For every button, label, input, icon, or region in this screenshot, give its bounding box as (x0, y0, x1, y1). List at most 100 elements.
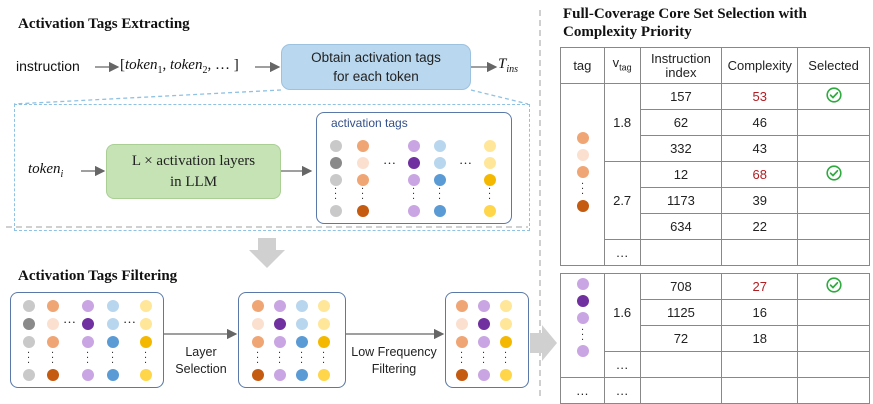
spacer-cell (560, 265, 605, 274)
header-tag: tag (560, 47, 605, 84)
instruction-index-cell: 62 (639, 109, 723, 136)
tag-dot (47, 369, 59, 381)
tag-dot (330, 140, 342, 152)
vertical-ellipsis: ... (504, 344, 508, 366)
tag-dot (330, 157, 342, 169)
vertical-ellipsis: ... (256, 344, 260, 366)
layer-selection-label: Layer Selection (175, 345, 227, 376)
selected-cell (797, 135, 870, 162)
tag-dot (47, 336, 59, 348)
tag-dot (23, 300, 35, 312)
tag-dot (140, 300, 152, 312)
selected-cell (797, 299, 870, 326)
down-arrow-icon (249, 238, 285, 268)
tag-dot (456, 300, 468, 312)
header-complexity: Complexity (721, 47, 799, 84)
tag-ellipsis-cell: … (560, 377, 605, 404)
instruction-label: instruction (16, 58, 80, 74)
selected-cell (797, 273, 870, 300)
header-vtag: vtag (603, 47, 641, 84)
tag-dot (252, 300, 264, 312)
tag-dot (408, 174, 420, 186)
instruction-index-cell: 332 (639, 135, 723, 162)
complexity-cell: 43 (721, 135, 799, 162)
vertical-ellipsis: ... (111, 344, 115, 366)
vtag-cell: 2.7 (603, 161, 641, 240)
vertical-ellipsis: ... (278, 344, 282, 366)
tag-dot (577, 166, 589, 178)
complexity-cell: 39 (721, 187, 799, 214)
tag-dot (274, 336, 286, 348)
core-title: Full-Coverage Core Set Selection with Co… (563, 6, 807, 40)
empty-cell (639, 239, 723, 266)
vertical-ellipsis: ... (581, 175, 585, 197)
vertical-ellipsis: ... (438, 180, 442, 202)
vertical-ellipsis: ... (482, 344, 486, 366)
tag-dot (357, 205, 369, 217)
tag-dot (82, 300, 94, 312)
vtag-cell: 1.6 (603, 273, 641, 352)
tag-dot (577, 200, 589, 212)
complexity-cell: 22 (721, 213, 799, 240)
tag-dot (434, 205, 446, 217)
tag-dot (47, 300, 59, 312)
tag-dot (577, 312, 589, 324)
tag-dot (484, 174, 496, 186)
tag-dot (577, 278, 589, 290)
tag-dot (107, 369, 119, 381)
tag-dot (577, 345, 589, 357)
zoom-line-left (13, 89, 282, 105)
tag-dot (318, 318, 330, 330)
tag-dot (577, 149, 589, 161)
tag-dot (408, 140, 420, 152)
empty-cell (797, 377, 870, 404)
tag-dot (484, 205, 496, 217)
complexity-cell: 53 (721, 83, 799, 110)
empty-cell (797, 351, 870, 378)
complexity-cell: 27 (721, 273, 799, 300)
check-circle-icon (825, 277, 842, 293)
vtag-ellipsis-cell: … (603, 377, 641, 404)
table-row-ellipsis: … (561, 351, 870, 378)
token-i-label: tokeni (28, 161, 64, 180)
vertical-ellipsis: ... (322, 344, 326, 366)
tag-dot (478, 369, 490, 381)
ellipsis-between-columns: … (459, 152, 472, 167)
tag-dot (82, 336, 94, 348)
tag-dot (434, 140, 446, 152)
vertical-ellipsis: ... (51, 344, 55, 366)
tag-dot (500, 369, 512, 381)
empty-cell (797, 239, 870, 266)
llm-zoom-panel (14, 104, 530, 231)
instruction-index-cell: 12 (639, 161, 723, 188)
ellipsis-between-columns: … (383, 152, 396, 167)
low-frequency-label: Low Frequency Filtering (351, 345, 437, 376)
tag-dot (408, 157, 420, 169)
vertical-ellipsis: ... (86, 344, 90, 366)
tag-dot (252, 318, 264, 330)
vtag-cell: 1.8 (603, 83, 641, 162)
t-ins-label: Tins (498, 56, 519, 75)
table-row-ellipsis: … (561, 239, 870, 266)
tag-dot (318, 300, 330, 312)
table-row-ellipsis: …… (560, 377, 870, 404)
vertical-ellipsis: ... (361, 180, 365, 202)
zoom-line-right (470, 89, 529, 105)
tag-dot (478, 300, 490, 312)
tag-cell (560, 273, 605, 378)
empty-cell (721, 351, 799, 378)
tag-dot (408, 205, 420, 217)
tag-dot (252, 336, 264, 348)
obtain-tags-box: Obtain activation tags for each token (281, 44, 471, 90)
instruction-index-cell: 157 (639, 83, 723, 110)
llm-layers-box: L × activation layers in LLM (106, 144, 281, 199)
tag-dot (500, 336, 512, 348)
token-sequence: [token1, token2, … ] (120, 57, 239, 76)
vertical-ellipsis: ... (334, 180, 338, 202)
tag-dot (252, 369, 264, 381)
tag-dot (500, 300, 512, 312)
ellipsis-between-columns: … (123, 311, 136, 326)
